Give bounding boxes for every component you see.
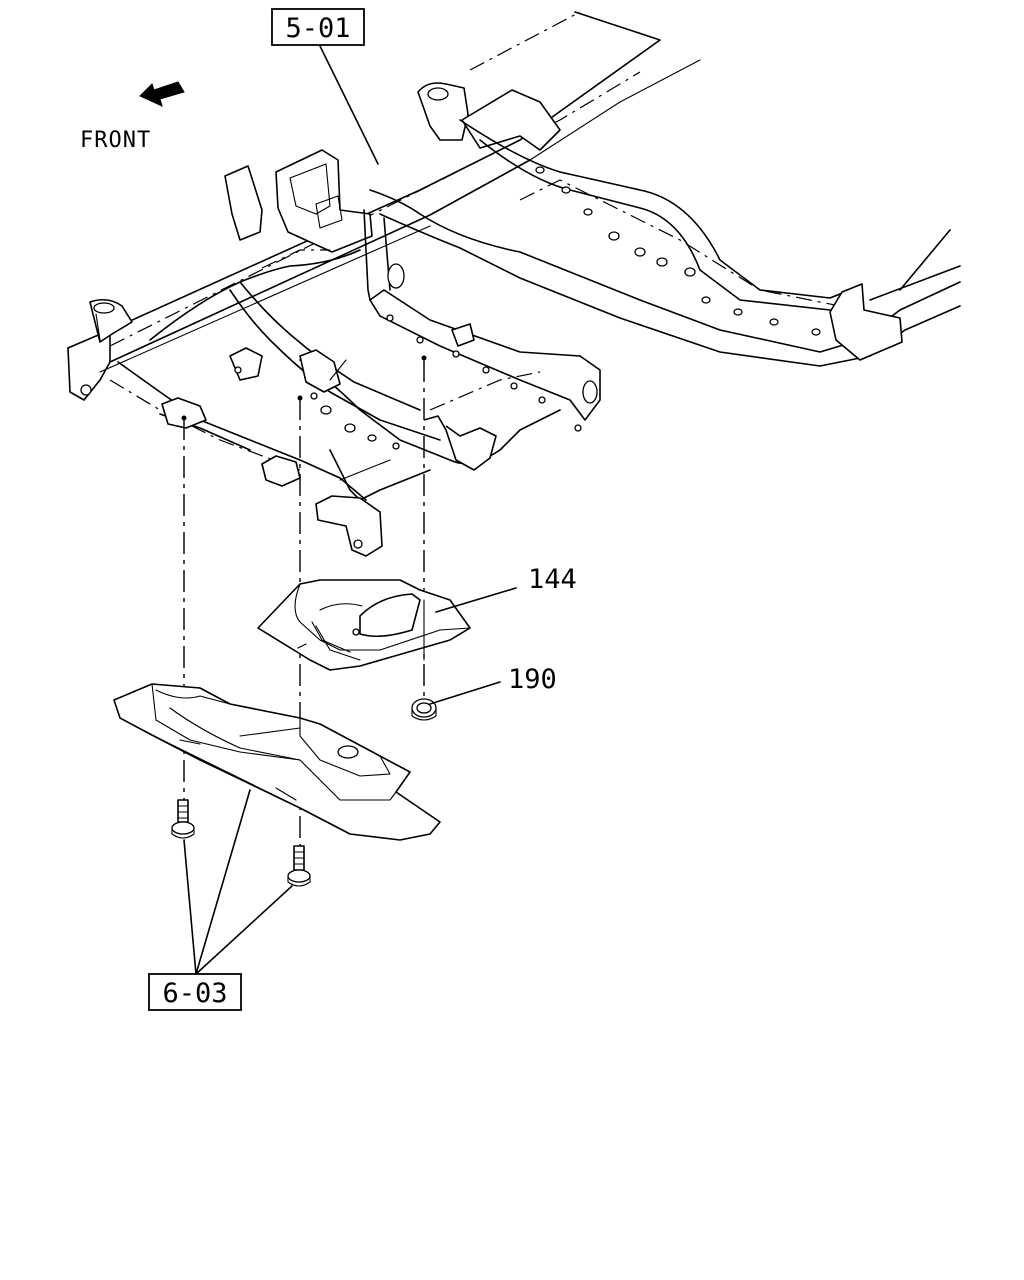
part-144-label: 144 bbox=[528, 564, 577, 595]
callout-fastener-ref: 6-03 bbox=[148, 973, 242, 1011]
front-label: FRONT bbox=[80, 128, 151, 153]
vehicle-frame-assembly bbox=[67, 11, 961, 557]
frame-ref-label: 5-01 bbox=[285, 13, 350, 44]
bolt-right-part bbox=[287, 845, 311, 887]
small-under-shield-part bbox=[257, 579, 471, 671]
callout-leaders bbox=[183, 587, 517, 975]
bolt-left-part bbox=[171, 799, 195, 839]
part-190-label: 190 bbox=[508, 664, 557, 695]
front-direction-arrow-icon bbox=[139, 81, 185, 107]
main-under-shield-part bbox=[113, 683, 441, 841]
callout-frame-ref: 5-01 bbox=[271, 8, 365, 46]
frame-mounting-holes bbox=[535, 166, 821, 336]
flange-nut-part bbox=[411, 698, 437, 721]
fastener-ref-label: 6-03 bbox=[162, 978, 227, 1009]
